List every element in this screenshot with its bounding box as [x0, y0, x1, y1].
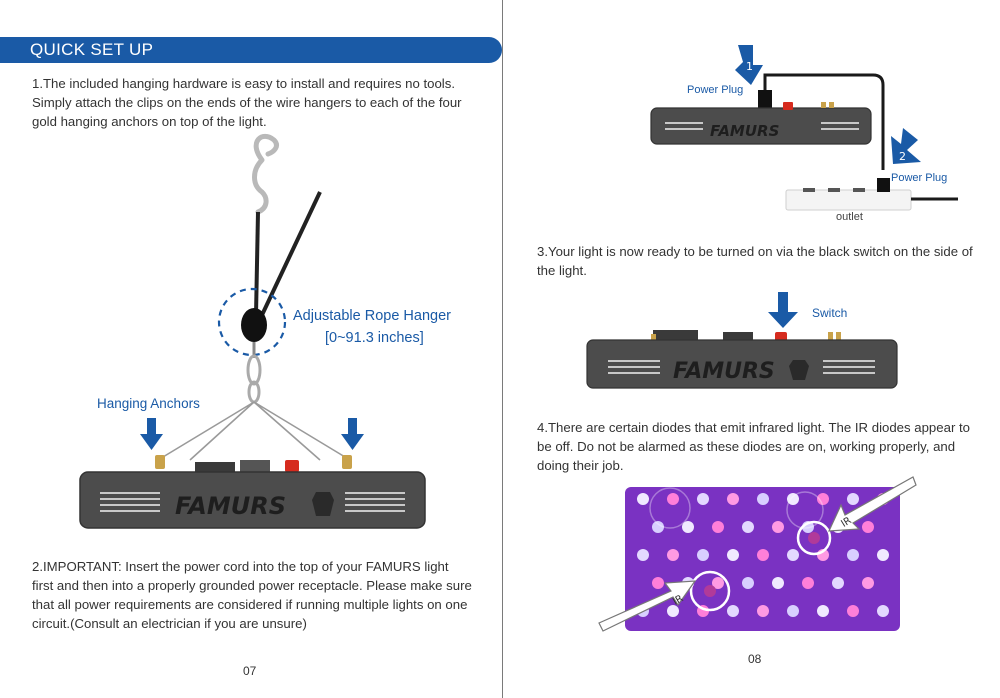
svg-text:IR: IR [671, 593, 685, 608]
ir-diode [704, 585, 716, 597]
power-plug-label-1: Power Plug [687, 84, 744, 96]
led-diode [787, 605, 799, 617]
hanging-anchors-label: Hanging Anchors [97, 396, 200, 411]
page-number-right: 08 [748, 652, 762, 666]
led-diode [877, 549, 889, 561]
switch-illustration: FAMURS [586, 292, 898, 389]
brand-logo-text-medium: FAMURS [673, 359, 775, 384]
callout-arrow-1: 1 [735, 45, 763, 85]
led-diode [847, 549, 859, 561]
rope-hanger-range: [0~91.3 inches] [325, 330, 424, 346]
page-right: FAMURS 1 2 Power Plug Power Plug outlet … [503, 0, 1000, 698]
led-diode [712, 521, 724, 533]
brand-logo-text: FAMURS [175, 492, 286, 520]
led-diode [787, 493, 799, 505]
led-diode [697, 549, 709, 561]
ir-diode [808, 532, 820, 544]
power-plug-label-2: Power Plug [891, 172, 948, 184]
anchor-arrow-left [140, 418, 163, 450]
led-diode [742, 577, 754, 589]
hanging-light-illustration: FAMURS [79, 133, 426, 529]
brand-logo-text-small: FAMURS [710, 122, 779, 140]
svg-text:2: 2 [899, 150, 906, 163]
led-diode [832, 577, 844, 589]
led-diodes-photo: IR IR [598, 476, 917, 632]
outlet-label: outlet [836, 211, 863, 223]
led-diode [667, 549, 679, 561]
led-diode [637, 493, 649, 505]
led-diode [877, 605, 889, 617]
ir-arrow-2: IR [598, 580, 697, 632]
switch-arrow [768, 292, 798, 328]
section-header: QUICK SET UP [0, 37, 502, 63]
led-diode [712, 577, 724, 589]
led-diode [652, 521, 664, 533]
led-diode [757, 493, 769, 505]
led-diode [817, 605, 829, 617]
led-diode [652, 577, 664, 589]
led-diode [757, 605, 769, 617]
step-3-text: 3.Your light is now ready to be turned o… [537, 244, 973, 278]
led-diode [862, 577, 874, 589]
ir-arrow-1: IR [828, 476, 917, 532]
led-diode [817, 493, 829, 505]
led-diode [727, 605, 739, 617]
page-left: QUICK SET UP 1.The included hanging hard… [0, 37, 502, 678]
step-1-text: 1.The included hanging hardware is easy … [32, 76, 462, 129]
led-diode [847, 493, 859, 505]
led-diode [802, 577, 814, 589]
page-divider [502, 0, 503, 698]
anchor-arrow-right [341, 418, 364, 450]
led-diode [742, 521, 754, 533]
led-diode [682, 521, 694, 533]
switch-label: Switch [812, 306, 848, 320]
led-diode [727, 493, 739, 505]
step-2-text: 2.IMPORTANT: Insert the power cord into … [32, 559, 472, 631]
led-diode [727, 549, 739, 561]
led-diode [667, 605, 679, 617]
led-diode [772, 521, 784, 533]
led-diode [637, 549, 649, 561]
led-diode [667, 493, 679, 505]
step-4-text: 4.There are certain diodes that emit inf… [537, 420, 970, 473]
section-title: QUICK SET UP [30, 40, 154, 59]
led-diode [787, 549, 799, 561]
led-diode [757, 549, 769, 561]
led-diode [772, 577, 784, 589]
led-diode [862, 521, 874, 533]
page-number-left: 07 [243, 664, 257, 678]
callout-arrow-2: 2 [891, 128, 921, 164]
rope-hanger-label: Adjustable Rope Hanger [293, 308, 451, 324]
brand-logo-icon [312, 492, 334, 516]
svg-text:1: 1 [746, 60, 753, 73]
led-diode [697, 493, 709, 505]
power-setup-illustration: FAMURS 1 2 [650, 45, 958, 211]
led-diode [847, 605, 859, 617]
